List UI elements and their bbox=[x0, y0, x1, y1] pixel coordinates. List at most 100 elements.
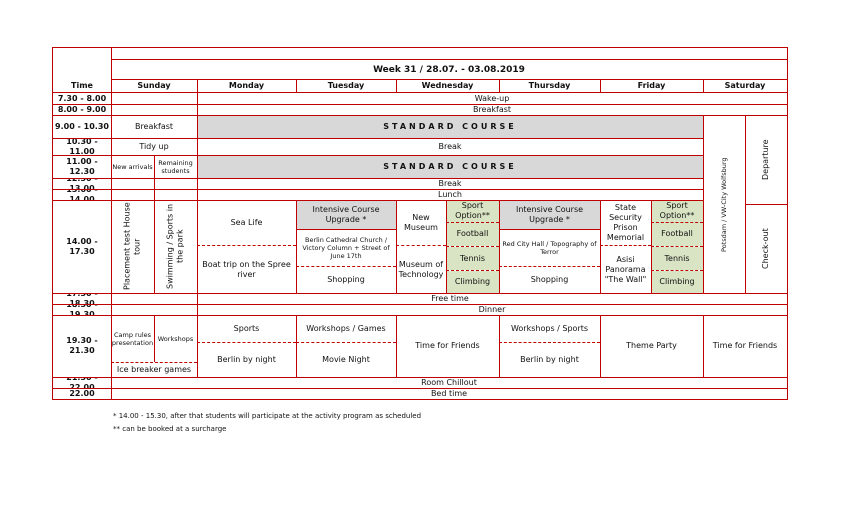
dashed-separator bbox=[197, 342, 296, 343]
grid-line bbox=[396, 79, 397, 93]
dashed-separator bbox=[296, 342, 396, 343]
grid-line bbox=[52, 104, 788, 105]
tuesday-shopping: Shopping bbox=[327, 275, 365, 284]
grid-line bbox=[296, 79, 297, 93]
wednesday-sport-option: Sport Option** bbox=[446, 200, 499, 222]
sunday-breakfast: Breakfast bbox=[134, 122, 174, 131]
time-slot: 21.30 - 22.00 bbox=[66, 377, 98, 388]
grid-line bbox=[154, 155, 155, 293]
schedule-title: Week 31 / 28.07. - 03.08.2019 bbox=[373, 64, 525, 75]
break-row: Break bbox=[438, 141, 462, 151]
dashed-separator bbox=[499, 342, 600, 343]
friday-tennis: Tennis bbox=[651, 247, 703, 270]
grid-line bbox=[745, 115, 746, 293]
grid-line bbox=[197, 115, 198, 377]
time-slot: 10.30 - 11.00 bbox=[66, 138, 98, 155]
header-sunday: Sunday bbox=[137, 81, 171, 90]
tuesday-cathedral: Berlin Cathedral Church / Victory Column… bbox=[302, 236, 390, 260]
dashed-separator bbox=[396, 245, 446, 246]
grid-line bbox=[52, 189, 703, 190]
free-time-row: Free time bbox=[431, 293, 469, 303]
grid-line bbox=[154, 315, 155, 362]
saturday-time-for-friends: Time for Friends bbox=[712, 341, 778, 350]
dashed-separator bbox=[296, 266, 396, 267]
grid-line bbox=[499, 200, 500, 293]
grid-line bbox=[745, 204, 788, 205]
dashed-separator bbox=[499, 266, 600, 267]
time-slot: 7.30 - 8.00 bbox=[57, 93, 107, 103]
grid-line bbox=[52, 92, 788, 93]
grid-line bbox=[499, 315, 500, 377]
breakfast-row: Breakfast bbox=[472, 104, 512, 114]
time-slot: 9.00 - 10.30 bbox=[55, 122, 109, 131]
wednesday-tennis: Tennis bbox=[446, 247, 499, 270]
grid-line bbox=[52, 47, 788, 48]
grid-line bbox=[52, 399, 788, 400]
dashed-separator bbox=[651, 270, 703, 271]
time-slot: 17.30 - 18.30 bbox=[66, 293, 98, 304]
wednesday-museum-technology: Museum of Technology bbox=[398, 259, 444, 279]
time-slot: 18.30 - 19.30 bbox=[66, 304, 98, 315]
thursday-intensive-course: Intensive Course Upgrade * bbox=[499, 200, 600, 229]
grid-line bbox=[52, 304, 788, 305]
grid-line bbox=[52, 315, 788, 316]
dashed-separator bbox=[651, 246, 703, 247]
dashed-separator bbox=[446, 270, 499, 271]
bed-time-row: Bed time bbox=[430, 388, 468, 398]
grid-line bbox=[52, 293, 788, 294]
wake-up-row: Wake-up bbox=[474, 93, 510, 103]
saturday-check-out: Check-out bbox=[761, 228, 770, 269]
monday-sea-life: Sea Life bbox=[230, 217, 263, 227]
header-time: Time bbox=[71, 81, 93, 90]
header-saturday: Saturday bbox=[724, 81, 766, 90]
dashed-separator bbox=[111, 362, 197, 363]
grid-line bbox=[52, 115, 788, 116]
grid-line bbox=[396, 200, 397, 293]
time-slot: 11.00 - 12.30 bbox=[66, 156, 98, 176]
sunday-new-arrivals: New arrivals bbox=[112, 162, 153, 171]
dashed-separator bbox=[651, 222, 703, 223]
grid-line bbox=[197, 79, 198, 116]
saturday-potsdam: Potsdam / VW-City Wolfsburg bbox=[720, 157, 728, 252]
dinner-row: Dinner bbox=[478, 304, 506, 314]
sunday-remaining-students: Remaining students bbox=[158, 158, 193, 175]
thursday-berlin-by-night: Berlin by night bbox=[520, 355, 579, 364]
tuesday-intensive-course: Intensive Course Upgrade * bbox=[296, 200, 396, 229]
grid-line bbox=[499, 79, 500, 93]
thursday-red-city-hall: Red City Hall / Topography of Terror bbox=[502, 240, 597, 256]
friday-sport-option: Sport Option** bbox=[651, 200, 703, 222]
dashed-separator bbox=[197, 245, 296, 246]
footnote-intensive: * 14.00 - 15.30, after that students wil… bbox=[113, 412, 422, 420]
wednesday-climbing: Climbing bbox=[446, 271, 499, 293]
grid-line bbox=[111, 79, 788, 80]
friday-football: Football bbox=[651, 222, 703, 246]
grid-line bbox=[600, 200, 601, 293]
thursday-workshops-sports: Workshops / Sports bbox=[510, 323, 589, 333]
friday-stasi-memorial: State Security Prison Memorial bbox=[606, 202, 645, 242]
footnote-surcharge: ** can be booked at a surcharge bbox=[113, 425, 227, 433]
dashed-separator bbox=[446, 246, 499, 247]
grid-line bbox=[52, 200, 703, 201]
grid-line bbox=[52, 155, 703, 156]
friday-climbing: Climbing bbox=[651, 271, 703, 293]
grid-line bbox=[600, 79, 601, 93]
time-slot: 22.00 bbox=[69, 388, 95, 398]
time-slot: 12.30 - 13.00 bbox=[66, 178, 98, 189]
grid-line bbox=[499, 229, 600, 230]
grid-line bbox=[396, 315, 397, 377]
tuesday-movie-night: Movie Night bbox=[322, 355, 370, 364]
sunday-camp-rules: Camp rules presentation bbox=[111, 330, 154, 347]
header-wednesday: Wednesday bbox=[421, 81, 474, 90]
grid-line bbox=[703, 315, 704, 377]
grid-line bbox=[600, 315, 601, 377]
grid-line bbox=[703, 115, 704, 293]
header-monday: Monday bbox=[228, 81, 265, 90]
saturday-departure: Departure bbox=[761, 139, 770, 181]
wednesday-football: Football bbox=[446, 222, 499, 246]
wednesday-time-for-friends: Time for Friends bbox=[415, 341, 480, 350]
friday-asisi-panorama: Asisi Panorama "The Wall" bbox=[604, 254, 647, 284]
grid-line bbox=[111, 47, 112, 399]
sunday-swimming: Swimming / Sports in the park bbox=[165, 203, 185, 290]
header-thursday: Thursday bbox=[528, 81, 571, 90]
dashed-separator bbox=[446, 222, 499, 223]
